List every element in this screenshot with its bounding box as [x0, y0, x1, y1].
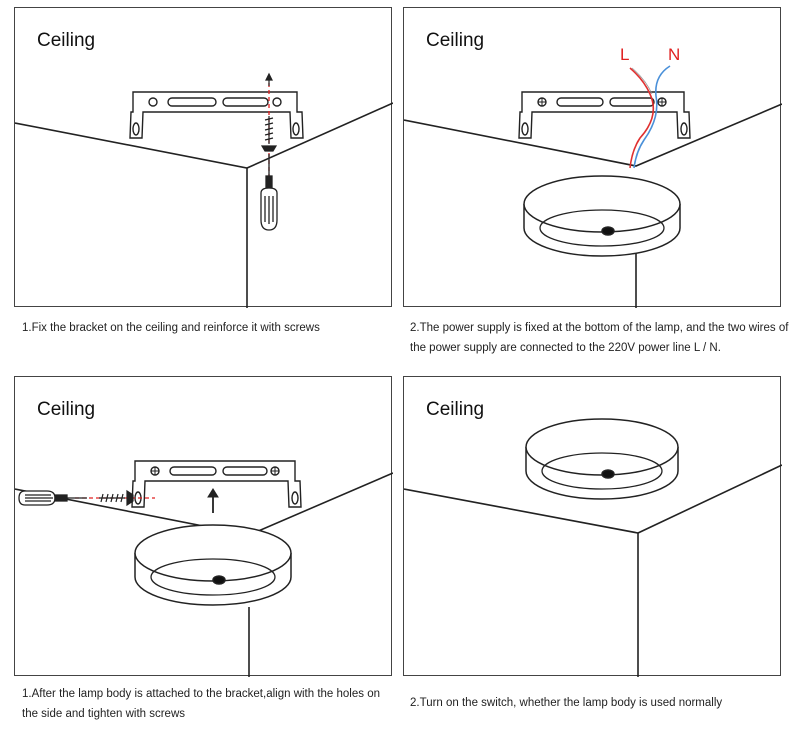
panel-title: Ceiling — [37, 399, 96, 420]
step-1-illustration — [15, 72, 393, 308]
step-caption-4: 2.Turn on the switch, whether the lamp b… — [410, 697, 723, 709]
screw-icon — [260, 116, 278, 152]
panel-title: Ceiling — [37, 30, 96, 51]
step-caption-1: 1.Fix the bracket on the ceiling and rei… — [22, 322, 320, 334]
bracket-icon — [131, 460, 302, 508]
step-panel-3: Ceiling — [14, 376, 393, 677]
step-3-illustration — [15, 460, 393, 677]
step-caption-3: 1.After the lamp body is attached to the… — [22, 688, 380, 720]
bracket-icon — [129, 91, 304, 139]
lamp-icon — [523, 175, 681, 257]
screw-icon — [99, 489, 134, 507]
screwdriver-icon — [18, 490, 87, 506]
wire-label-live: L — [620, 45, 629, 64]
step-2-illustration: L N — [404, 45, 782, 308]
screwdriver-icon — [260, 154, 278, 231]
lamp-icon — [134, 524, 292, 606]
step-caption-2: 2.The power supply is fixed at the botto… — [410, 322, 789, 354]
bracket-icon — [518, 91, 691, 139]
step-4-illustration — [404, 418, 782, 677]
step-panel-2: L N Ceiling — [403, 7, 782, 308]
panel-title: Ceiling — [426, 399, 485, 420]
arrow-up-icon — [207, 488, 219, 513]
wire-label-neutral: N — [668, 45, 680, 64]
step-panel-4: Ceiling — [403, 376, 782, 677]
screw-icon — [265, 72, 273, 86]
panel-title: Ceiling — [426, 30, 485, 51]
lamp-icon — [525, 418, 679, 500]
step-panel-1: Ceiling — [14, 7, 393, 308]
